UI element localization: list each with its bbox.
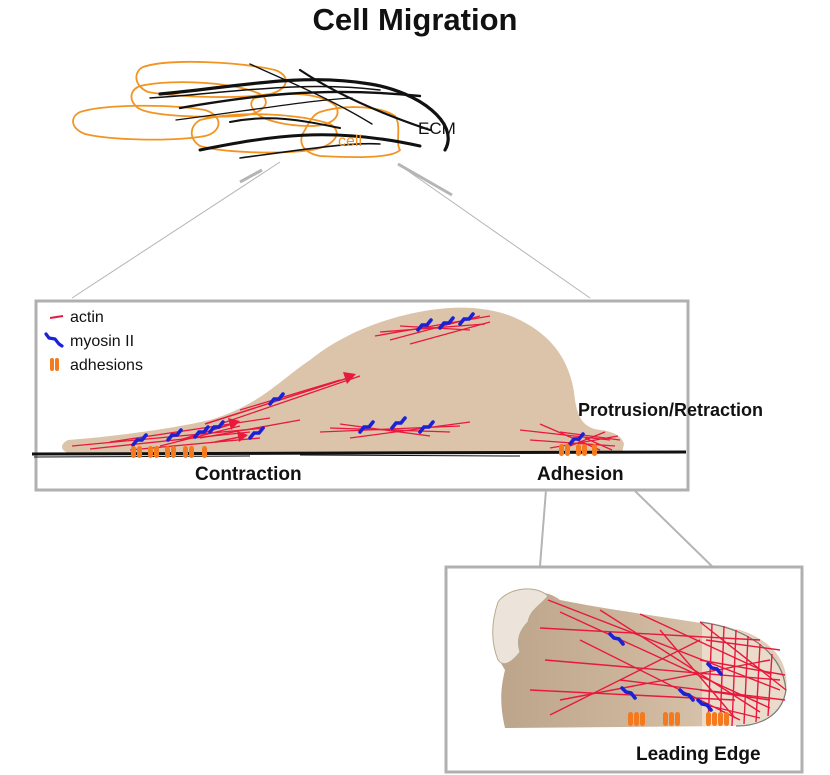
- cell-outlines: [72, 60, 402, 158]
- adhesions-main: [131, 444, 597, 458]
- zoom-lines-top: [71, 161, 591, 299]
- myosin-inset: [608, 632, 723, 712]
- adhesion-legend-icon: [50, 358, 59, 371]
- ecm-label: ECM: [418, 119, 456, 138]
- contraction-label: Contraction: [195, 464, 302, 485]
- actin-legend-symbol: [49, 315, 64, 319]
- legend-adhesions-label: adhesions: [70, 357, 143, 374]
- actin-fibers-main: [71, 315, 621, 451]
- myosin-legend-icon: [44, 332, 64, 348]
- page-title: Cell Migration: [312, 2, 518, 37]
- legend: actin myosin II adhesions: [44, 309, 143, 374]
- legend-myosin-label: myosin II: [70, 333, 134, 350]
- myosin-main: [131, 312, 585, 447]
- adhesions-inset: [628, 712, 729, 726]
- leading-edge-label: Leading Edge: [636, 744, 761, 765]
- actin-fibers-inset: [529, 599, 787, 727]
- legend-actin-label: actin: [70, 309, 104, 326]
- adhesion-label: Adhesion: [537, 464, 624, 485]
- cell-label: cell: [338, 133, 362, 150]
- top-cells-illustration: ECM cell: [72, 60, 456, 159]
- ecm-fibers: [149, 63, 450, 159]
- protrusion-label: Protrusion/Retraction: [578, 400, 763, 420]
